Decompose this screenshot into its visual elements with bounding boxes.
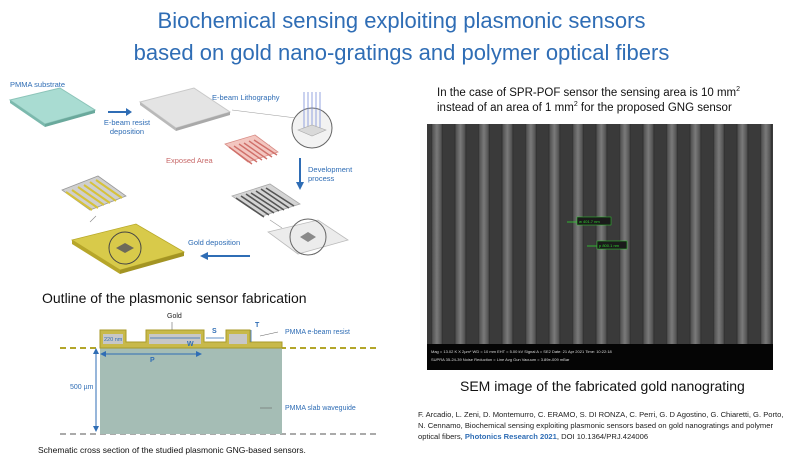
developed-zoom bbox=[267, 218, 349, 256]
sem-stripe bbox=[713, 124, 725, 344]
label-220nm: 220 nm bbox=[104, 337, 123, 343]
label-gold-deposition: Gold deposition bbox=[188, 238, 241, 247]
arrow-left-icon bbox=[200, 252, 250, 260]
sem-note: In the case of SPR-POF sensor the sensin… bbox=[437, 86, 777, 116]
sem-stripe bbox=[454, 124, 467, 344]
sem-stripe bbox=[736, 124, 749, 344]
label-development-line-2: process bbox=[308, 174, 335, 183]
sem-note-sup-1: 2 bbox=[736, 86, 741, 94]
sem-measure-1: w 401.7 nm bbox=[579, 219, 600, 224]
fabrication-caption: Outline of the plasmonic sensor fabricat… bbox=[42, 290, 307, 306]
reference-doi: , DOI 10.1364/PRJ.424006 bbox=[556, 432, 649, 441]
lithography-zoom bbox=[231, 92, 333, 149]
label-exposed-area: Exposed Area bbox=[166, 156, 213, 165]
label-s: S bbox=[212, 328, 217, 335]
cross-section-diagram bbox=[60, 322, 380, 435]
sem-caption: SEM image of the fabricated gold nanogra… bbox=[460, 378, 745, 394]
label-lithography: E-beam Lithography bbox=[212, 93, 280, 102]
label-p: P bbox=[150, 357, 155, 364]
label-t: T bbox=[255, 322, 260, 329]
resist-plate bbox=[138, 87, 232, 131]
reference-authors: F. Arcadio, L. Zeni, D. Montemurro, C. E… bbox=[418, 410, 784, 441]
label-development-line-1: Development bbox=[308, 165, 353, 174]
arrow-right-icon bbox=[108, 108, 132, 116]
page-title-line-2: based on gold nano-gratings and polymer … bbox=[133, 40, 670, 65]
sem-stripe bbox=[478, 124, 490, 344]
sem-stripe bbox=[548, 124, 561, 344]
label-substrate: PMMA substrate bbox=[10, 80, 66, 89]
sem-note-line-1: In the case of SPR-POF sensor the sensin… bbox=[437, 87, 737, 99]
label-500um: 500 µm bbox=[70, 384, 94, 391]
label-resist-line-2: deposition bbox=[109, 127, 145, 136]
fabrication-diagram bbox=[8, 87, 349, 274]
developed-plate bbox=[231, 183, 301, 218]
page-title-line-1: Biochemical sensing exploiting plasmonic… bbox=[157, 8, 646, 33]
sem-note-line-2-suffix: for the proposed GNG sensor bbox=[577, 102, 732, 114]
label-gold: Gold bbox=[167, 313, 182, 320]
label-resist-line-1: E-beam resist bbox=[103, 118, 151, 127]
gold-grating-zoom bbox=[61, 175, 127, 223]
sem-note-line-2: instead of an area of 1 mm bbox=[437, 102, 574, 114]
reference-journal: Photonics Research 2021 bbox=[464, 432, 557, 441]
sem-stripe bbox=[642, 124, 655, 344]
sem-grating-stripes bbox=[431, 124, 772, 344]
exposed-plate bbox=[224, 134, 279, 165]
sem-info-line-2: SUPRA 35-24-39 Noise Reduction = Line Av… bbox=[431, 357, 570, 362]
gold-final-plate bbox=[70, 223, 186, 274]
sem-info-line-1: Mag = 13.02 K X 2µm* WD = 10 mm EHT = 5.… bbox=[431, 349, 613, 354]
sem-stripe bbox=[431, 124, 443, 344]
sem-stripe bbox=[525, 124, 537, 344]
sem-stripe bbox=[501, 124, 514, 344]
sem-stripe bbox=[666, 124, 678, 344]
label-waveguide: PMMA slab waveguide bbox=[285, 405, 356, 412]
sem-stripe bbox=[689, 124, 702, 344]
cross-section-caption: Schematic cross section of the studied p… bbox=[38, 445, 306, 455]
label-w: W bbox=[187, 341, 194, 348]
sem-stripe bbox=[595, 124, 608, 344]
sem-stripe bbox=[760, 124, 772, 344]
arrow-down-icon bbox=[296, 158, 304, 190]
reference-text: F. Arcadio, L. Zeni, D. Montemurro, C. E… bbox=[418, 409, 790, 442]
sem-note-sup-2: 2 bbox=[573, 101, 578, 109]
sem-image: w 401.7 nm p 800.1 nm Mag = 13.02 K X 2µ… bbox=[427, 124, 773, 370]
sem-stripe bbox=[619, 124, 631, 344]
sem-measure-2: p 800.1 nm bbox=[599, 243, 620, 248]
label-resist: PMMA e-beam resist bbox=[285, 329, 350, 336]
substrate-plate bbox=[8, 87, 97, 127]
sem-stripe bbox=[572, 124, 584, 344]
